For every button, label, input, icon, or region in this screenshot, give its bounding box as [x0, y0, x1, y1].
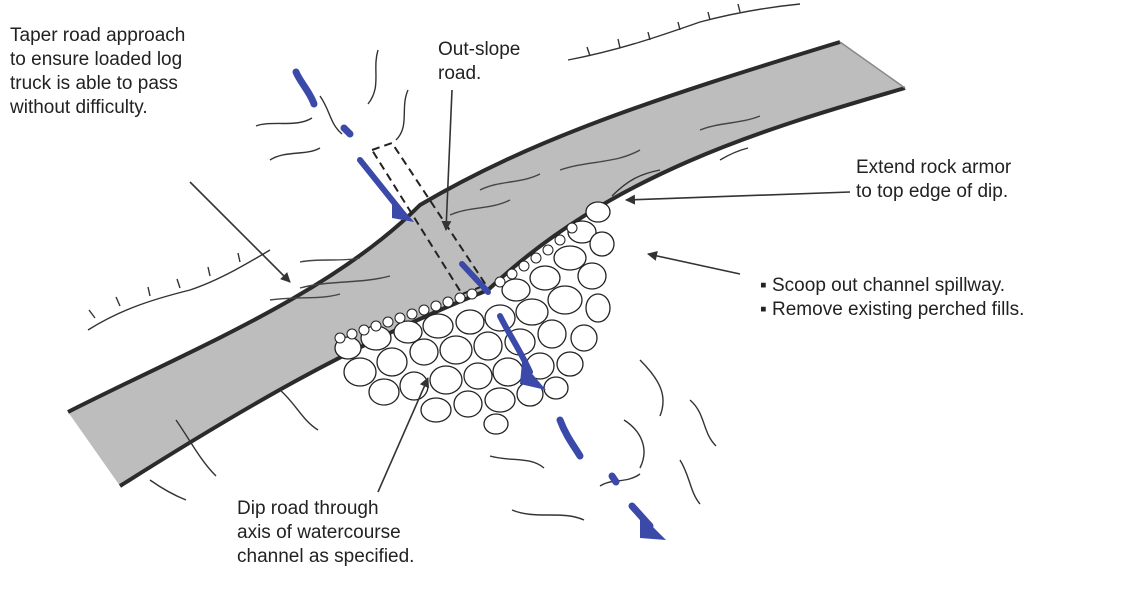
label-line: Out-slope	[438, 38, 520, 62]
label-extend-rock-armor: Extend rock armor to top edge of dip.	[856, 156, 1011, 204]
label-line: Taper road approach	[10, 24, 185, 48]
label-line: channel as specified.	[237, 545, 414, 569]
label-line: road.	[438, 62, 520, 86]
label-out-slope-road: Out-slope road.	[438, 38, 520, 86]
arrow-scoop	[648, 254, 740, 274]
label-scoop-spillway: ▪ Scoop out channel spillway. ▪ Remove e…	[760, 274, 1024, 322]
label-dip-road: Dip road through axis of watercourse cha…	[237, 497, 414, 569]
label-line: to top edge of dip.	[856, 180, 1011, 204]
label-line: to ensure loaded log	[10, 48, 185, 72]
label-line: without difficulty.	[10, 96, 185, 120]
label-line: ▪ Scoop out channel spillway.	[760, 274, 1024, 298]
label-line: ▪ Remove existing perched fills.	[760, 298, 1024, 322]
label-line: truck is able to pass	[10, 72, 185, 96]
label-line: axis of watercourse	[237, 521, 414, 545]
label-line: Extend rock armor	[856, 156, 1011, 180]
label-taper-road-approach: Taper road approach to ensure loaded log…	[10, 24, 185, 120]
arrow-extend	[626, 192, 850, 200]
label-line: Dip road through	[237, 497, 414, 521]
